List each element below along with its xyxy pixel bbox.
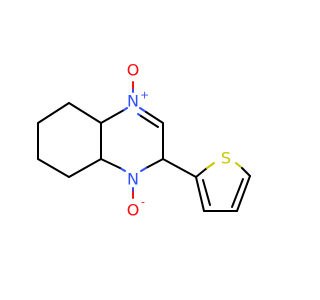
- bond-t2-s-c: [195, 167, 208, 178]
- bond-c7-c8: [37, 158, 70, 178]
- bond-n4-c3-n: [139, 107, 147, 113]
- bond-c8-c8a: [68, 158, 102, 178]
- bond-c4a-n4: [100, 109, 125, 124]
- atom-o-top: O: [127, 61, 140, 80]
- bond-c2-n1-n: [140, 167, 147, 172]
- molecule-drawing: O N + N O - S: [37, 61, 251, 220]
- bond-s-t5: [235, 162, 243, 169]
- atom-n-top: N: [127, 92, 139, 111]
- bond-c5-c6: [37, 102, 70, 124]
- bond-n4-c3: [145, 111, 164, 124]
- bond-t2-s: [206, 162, 215, 169]
- bond-t3-t2-double: [202, 179, 211, 206]
- structure-canvas: O N + N O - S: [37, 61, 251, 220]
- bond-c2-thienyl: [162, 158, 197, 178]
- bond-t5-t4: [236, 175, 251, 212]
- atom-n-bottom: N: [127, 170, 139, 189]
- bond-n4-c3-double: [140, 115, 159, 128]
- atom-o-bottom: O: [127, 201, 140, 220]
- atom-s: S: [221, 149, 231, 168]
- charge-minus: -: [141, 196, 145, 209]
- bond-n1-c8a: [100, 158, 121, 169]
- bond-c4a-n4-n: [123, 107, 128, 111]
- bonds: [37, 81, 251, 212]
- bond-c4a-c5: [68, 102, 102, 124]
- atoms: O N + N O - S: [127, 61, 231, 220]
- bond-t5-t4-double: [231, 178, 244, 208]
- bond-c2-n1: [145, 158, 164, 169]
- bond-s-t5-c: [241, 167, 251, 177]
- bond-t3-t2: [195, 176, 205, 212]
- charge-plus: +: [140, 89, 149, 102]
